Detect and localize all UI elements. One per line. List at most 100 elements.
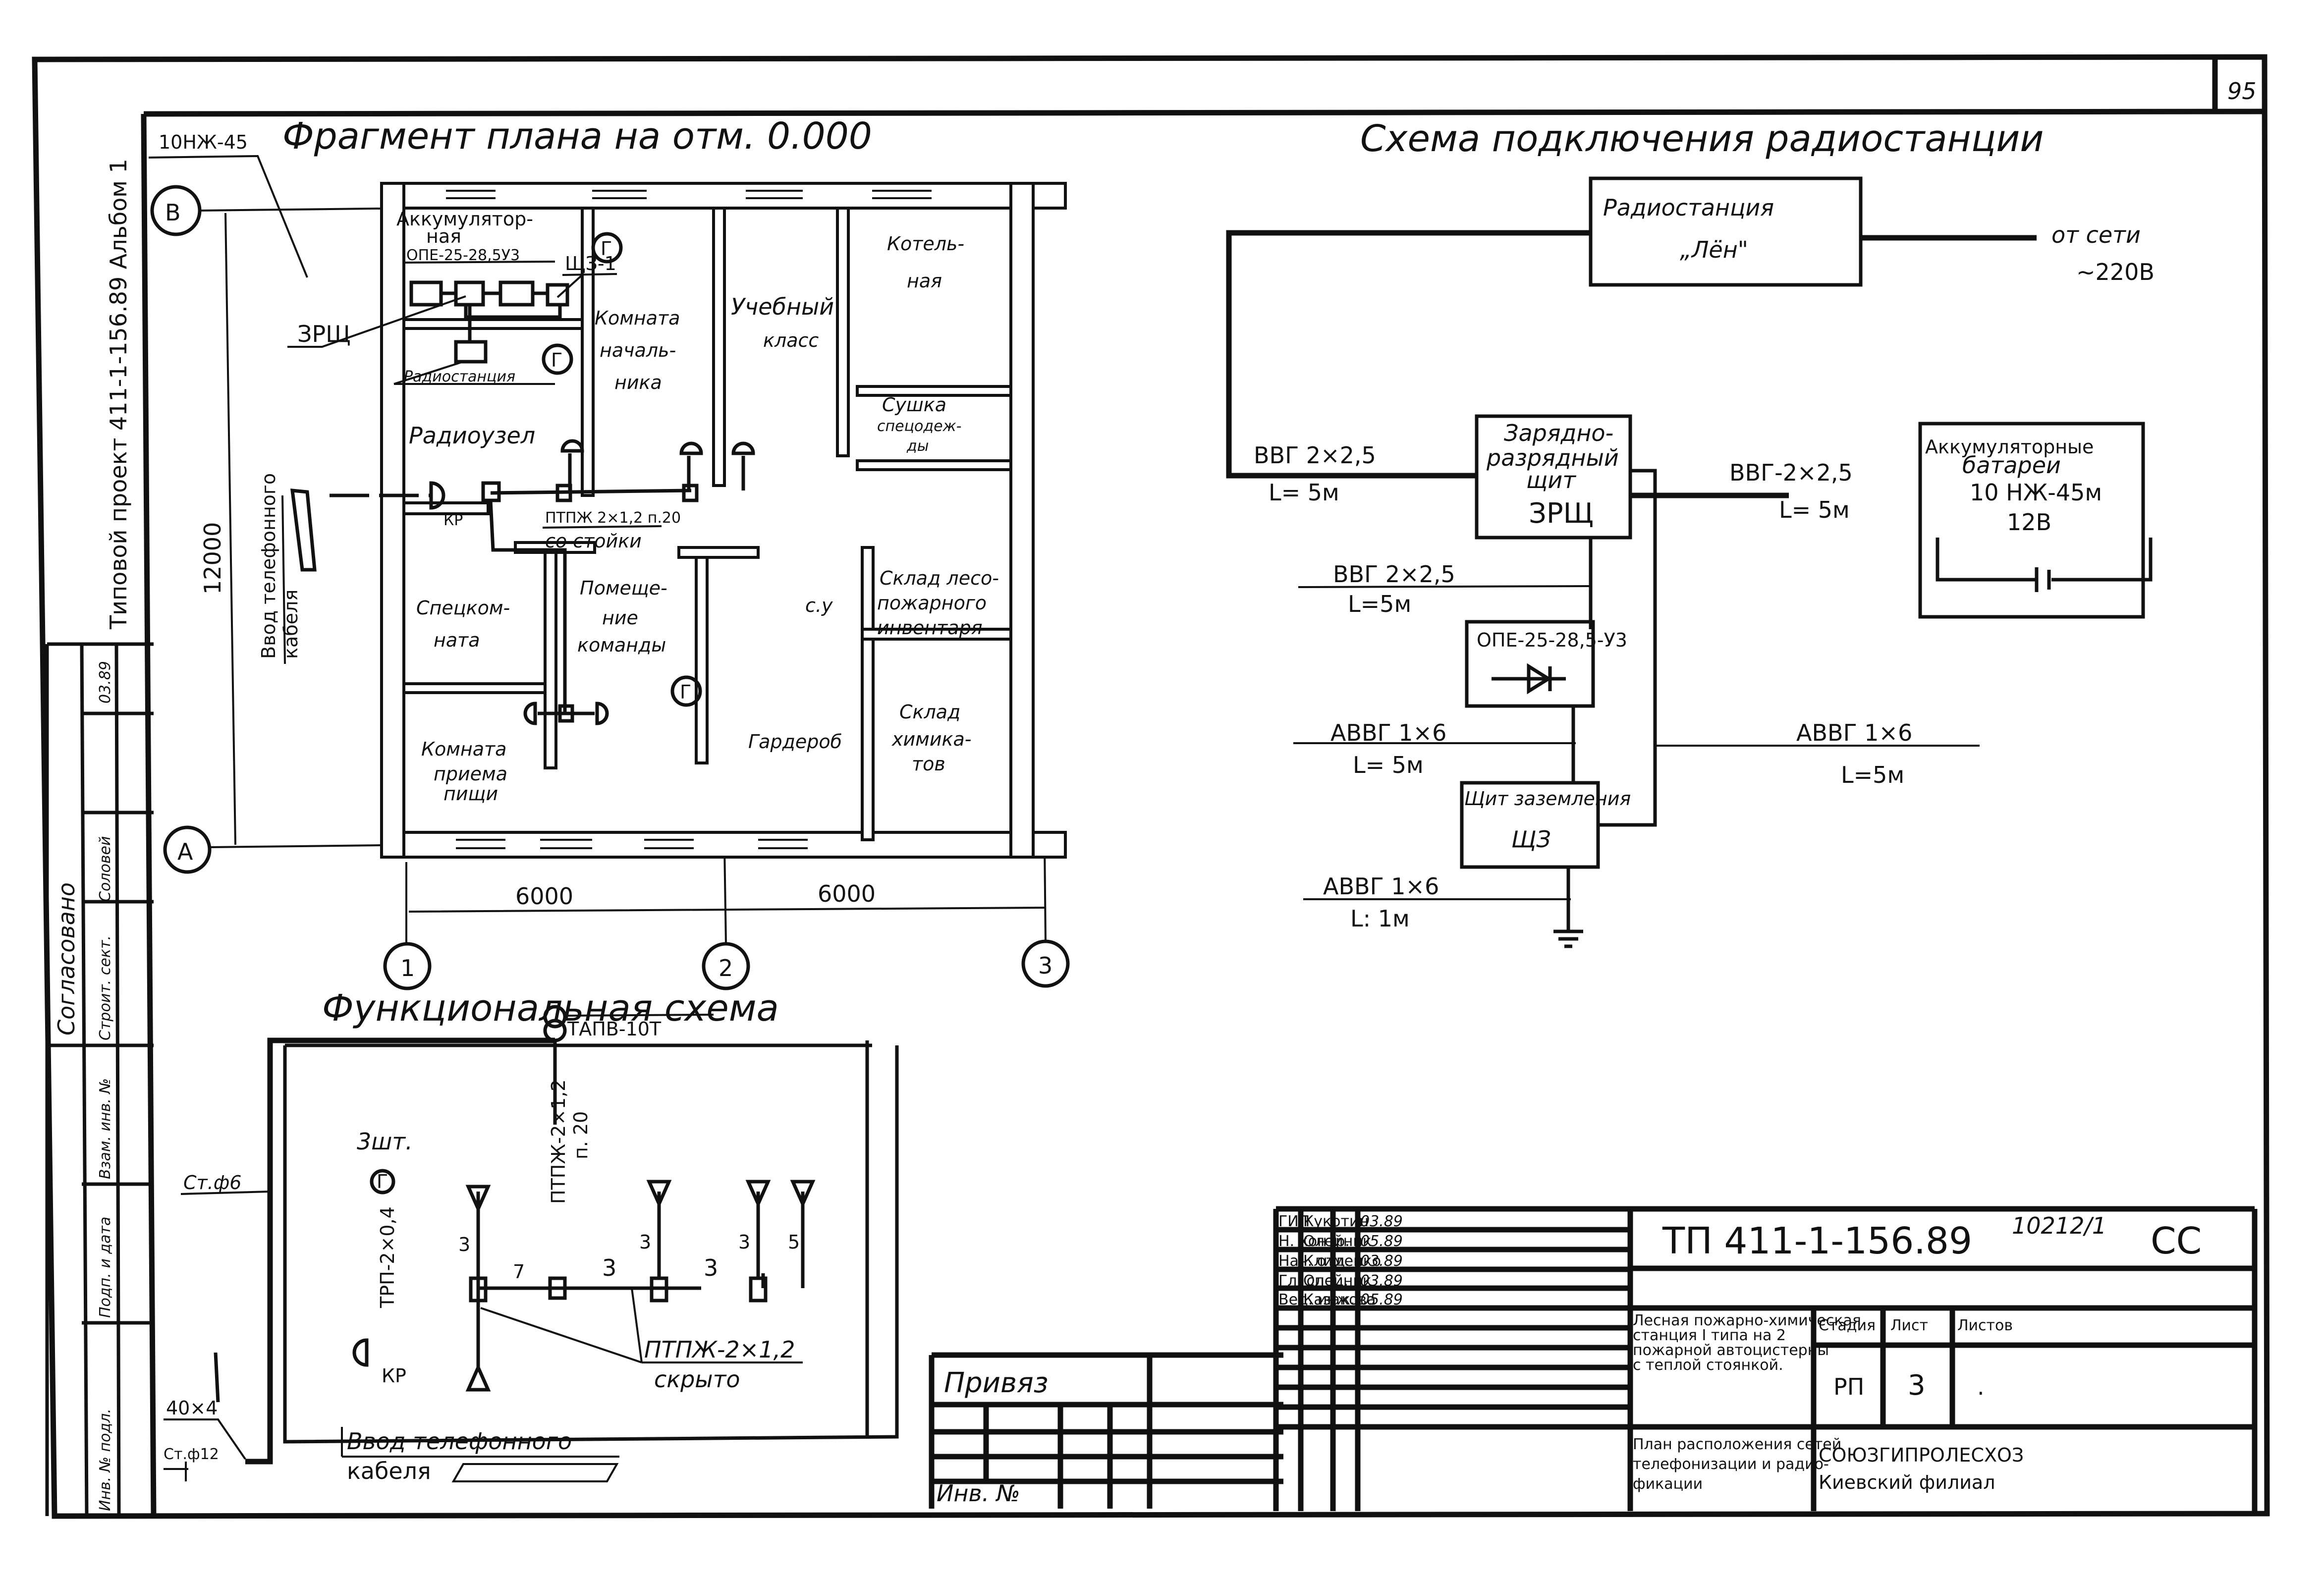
diode-icon: [1492, 663, 1566, 695]
signature-role: Вед. инж.: [1278, 1291, 1355, 1308]
cable-length-sz-ground: L: 1м: [1350, 905, 1410, 932]
ground-conductor: [245, 1037, 555, 1465]
room-drying: Сушка: [882, 394, 946, 416]
axis-label-a: А: [177, 838, 193, 865]
room-dining-2: приема: [434, 763, 507, 785]
dimension-h-2: 6000: [818, 880, 876, 907]
ground-panel-code: ЩЗ: [1511, 826, 1551, 853]
ground-label-lower: Ст.ф12: [164, 1446, 219, 1463]
sheet-value: 3: [1908, 1369, 1926, 1402]
cable-length-radio-zrsh: L= 5м: [1269, 479, 1339, 506]
room-labels: Аккумулятор- ная Комната началь- ника Уч…: [396, 208, 999, 805]
connection-scheme-title: Схема подключения радиостанции: [1360, 117, 2044, 160]
cable-type-zrsh-sz: АВВГ 1×6: [1796, 719, 1912, 746]
room-accumulator: Аккумулятор-: [396, 208, 533, 230]
side-stamp: Типовой проект 411-1-156.89 Альбом 1: [105, 159, 132, 630]
axis-marker-a: А: [163, 825, 427, 874]
room-team-3: команды: [577, 634, 666, 656]
cable-length-ope-sz: L= 5м: [1353, 752, 1424, 778]
room-dining: Комната: [421, 738, 506, 760]
sheet-frame: 95: [32, 54, 2270, 1519]
cable-type-ope-sz: АВВГ 1×6: [1330, 719, 1446, 746]
segment-length: 3: [738, 1231, 750, 1253]
document-code: ТП 411-1-156.89: [1662, 1220, 1972, 1262]
sheet-title-1: План расположения сетей: [1633, 1436, 1841, 1453]
zrsh-label: ЗРЩ: [297, 321, 351, 347]
functional-scheme: Функциональная схема ТАПВ-10Т Ст.ф6 40×4…: [164, 987, 899, 1484]
speaker-cable-label: ТРП-2×0,4: [377, 1206, 398, 1308]
axis-marker-2: 2: [702, 847, 750, 990]
sheets-header: Листов: [1957, 1317, 2013, 1334]
junction-box: [650, 1276, 668, 1303]
mains-voltage: ~220В: [2076, 259, 2155, 285]
object-name-3: пожарной автоцистерны: [1633, 1342, 1829, 1359]
cable-entry-label: Ввод телефонного: [258, 473, 279, 659]
signature-role: Нач. отд.: [1278, 1252, 1350, 1270]
room-boiler: Котель-: [887, 233, 964, 255]
zrsh-label-1: Зарядно-: [1504, 420, 1613, 446]
object-name-4: с теплой стоянкой.: [1633, 1357, 1783, 1374]
connection-scheme: Схема подключения радиостанции Радиостан…: [1226, 117, 2155, 948]
mains-label: от сети: [2051, 221, 2141, 248]
junction-box: [469, 1276, 488, 1303]
building-walls: [380, 182, 1067, 859]
stage-value: РП: [1833, 1373, 1864, 1400]
inner-top-border: [143, 109, 2268, 117]
signature-date: 03.89: [1360, 1272, 1403, 1290]
battery-label-4: 12В: [2007, 509, 2051, 536]
zrsh-label-2: разрядный: [1486, 444, 1619, 471]
ground-symbol-icon: [1553, 929, 1583, 948]
radio-station-model: „Лён": [1680, 236, 1748, 263]
cable-length-zrsh-sz: L=5м: [1841, 761, 1904, 788]
room-chem-store-2: химика-: [891, 728, 972, 750]
cable-type-zrsh-ope: ВВГ 2×2,5: [1333, 561, 1455, 588]
loudspeaker-mark-2: Г: [551, 349, 562, 371]
room-forest-store-2: пожарного: [877, 592, 987, 614]
radio-zrsh-line: [1226, 230, 1591, 479]
radio-station-box: [454, 340, 488, 364]
segment-length: 3: [458, 1234, 470, 1255]
room-chem-store-3: тов: [912, 753, 945, 775]
room-chief-3: ника: [614, 372, 662, 393]
segment-length: 7: [513, 1261, 525, 1283]
junction-box: [481, 481, 501, 502]
cable-note: со стойки: [545, 530, 642, 552]
inner-left-border: [141, 113, 157, 1517]
speaker-icons-func: [465, 1180, 816, 1392]
signature-role: Н. контр.: [1278, 1233, 1350, 1250]
segment-length: 5: [788, 1231, 800, 1253]
segment-length: 3: [704, 1254, 718, 1281]
axis-label-3: 3: [1038, 952, 1052, 979]
signature-name: Олейник: [1303, 1233, 1372, 1250]
organization-name: СОЮЗГИПРОЛЕСХОЗ: [1819, 1444, 2024, 1466]
sheets-value: .: [1977, 1373, 1985, 1400]
binding-block: Привяз Инв. №: [929, 1352, 1283, 1509]
cable-type-sz-ground: АВВГ 1×6: [1323, 873, 1439, 900]
radio-station-label: Радиостанция: [1603, 194, 1774, 221]
room-boiler-2: ная: [907, 270, 942, 292]
ground-strip-label: 40×4: [166, 1397, 218, 1419]
hidden-cable-note: скрыто: [654, 1366, 740, 1393]
speaker-icons-lower: [523, 702, 609, 725]
archive-number: 10212/1: [2012, 1212, 2106, 1239]
approval-role: Строит. сект.: [97, 935, 114, 1040]
field-sign-date: Подп. и дата: [97, 1217, 114, 1318]
signature-role: ГИП: [1278, 1213, 1310, 1230]
battery-symbol-icon: [1936, 538, 2153, 592]
kr-label-plan: КР: [443, 512, 463, 529]
room-classroom: Учебный: [731, 293, 834, 320]
sheet-header: Лист: [1890, 1317, 1928, 1334]
segment-length: 3: [639, 1231, 651, 1253]
floor-plan-title: Фрагмент плана на отм. 0.000: [282, 115, 872, 158]
junction-box: [558, 704, 574, 723]
count-label: 3шт.: [357, 1128, 413, 1155]
axis-marker-1: 1: [383, 862, 432, 990]
speaker-circle-icon: [370, 1169, 395, 1195]
floor-plan: Фрагмент плана на отм. 0.000 В А 1 2 3: [148, 115, 1070, 990]
organization-branch: Киевский филиал: [1819, 1471, 1995, 1493]
axis-marker-v: В: [150, 185, 419, 236]
cable-length-zrsh-ope: L=5м: [1348, 591, 1411, 617]
dimension-vertical: 12000: [199, 522, 226, 595]
loudspeaker-icon: [670, 675, 702, 707]
